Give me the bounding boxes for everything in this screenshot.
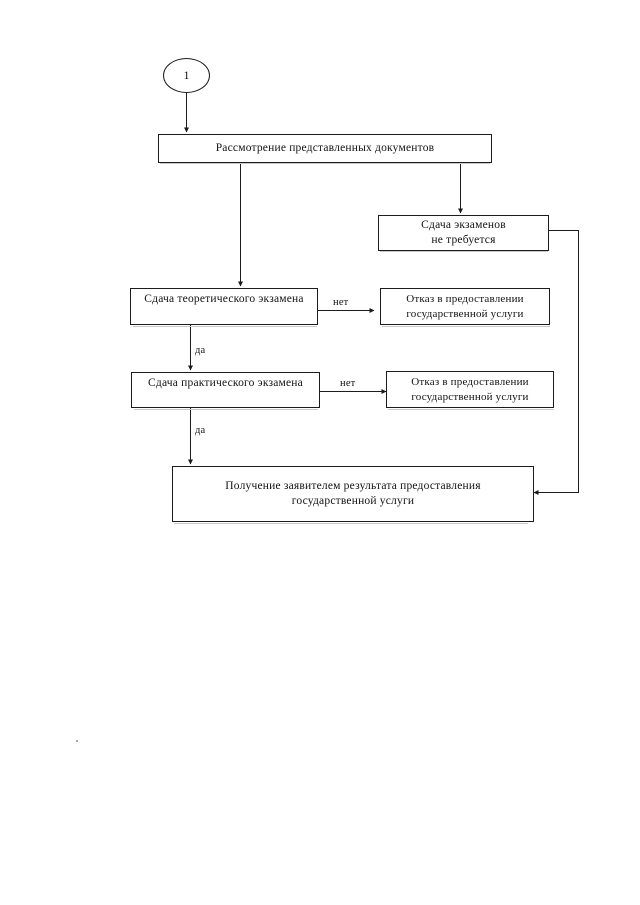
node-no-exam-required-label: Сдача экзаменов не требуется	[421, 219, 506, 246]
node-refusal-after-practice[interactable]: Отказ в предоставлении государственной у…	[386, 371, 554, 408]
scan-artifact	[380, 251, 548, 252]
scan-artifact	[388, 409, 554, 410]
node-service-result[interactable]: Получение заявителем результата предоста…	[172, 466, 534, 522]
edge-label-practice-no: нет	[340, 378, 356, 389]
node-review-documents-label: Рассмотрение представленных документов	[215, 142, 435, 155]
scan-speck	[76, 740, 78, 742]
node-practical-exam[interactable]: Сдача практического экзамена	[131, 372, 320, 408]
node-review-documents[interactable]: Рассмотрение представленных документов	[158, 134, 492, 163]
node-theoretical-exam-label: Сдача теоретического экзамена	[144, 293, 304, 305]
edge-label-theory-no: нет	[333, 297, 349, 308]
node-refusal-after-theory-label: Отказ в предоставлении государственной у…	[406, 293, 524, 320]
start-connector-label: 1	[183, 68, 190, 82]
node-refusal-after-theory[interactable]: Отказ в предоставлении государственной у…	[380, 288, 550, 325]
node-refusal-after-practice-label: Отказ в предоставлении государственной у…	[411, 376, 529, 403]
node-practical-exam-label: Сдача практического экзамена	[148, 377, 303, 389]
node-no-exam-required[interactable]: Сдача экзаменов не требуется	[378, 215, 549, 251]
node-theoretical-exam[interactable]: Сдача теоретического экзамена	[130, 288, 318, 325]
edge-label-theory-yes: да	[195, 345, 206, 356]
edge-no-exam-to-result	[533, 230, 579, 495]
scan-artifact	[382, 326, 550, 327]
scan-artifact	[133, 326, 317, 327]
scan-artifact	[160, 163, 490, 164]
edge-label-practice-yes: да	[195, 425, 206, 436]
start-connector-circle[interactable]: 1	[163, 58, 210, 93]
scan-artifact	[134, 409, 318, 410]
scan-artifact	[174, 523, 528, 524]
node-service-result-label: Получение заявителем результата предоста…	[225, 480, 481, 507]
